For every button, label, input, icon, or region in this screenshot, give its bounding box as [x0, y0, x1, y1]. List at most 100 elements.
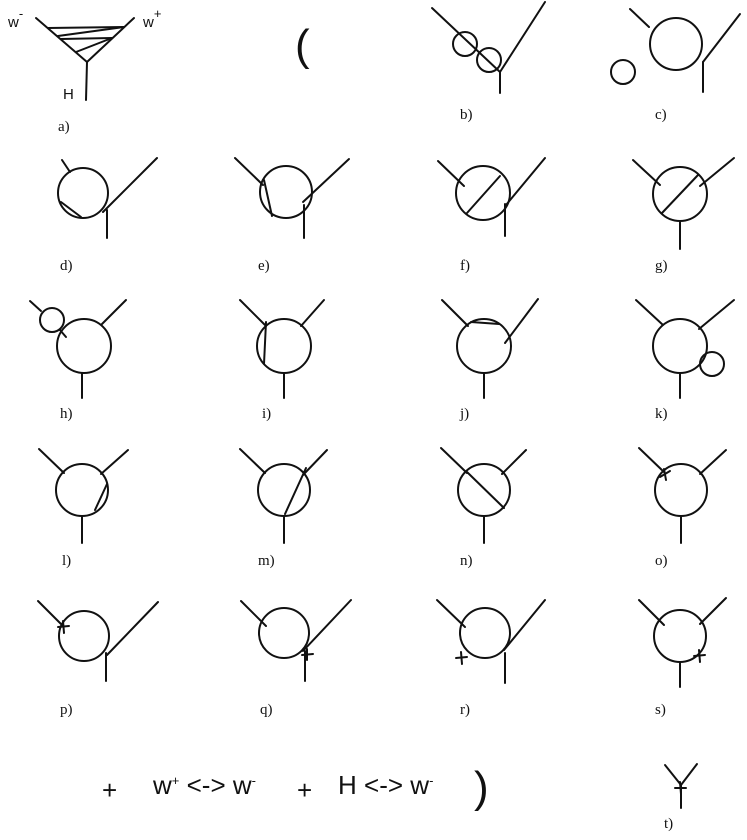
- leg: [436, 599, 466, 628]
- internal-line: [60, 37, 113, 40]
- leg: [699, 449, 727, 475]
- leg: [699, 157, 735, 187]
- leg: [505, 157, 546, 206]
- leg: [635, 299, 664, 326]
- loop: [57, 167, 109, 219]
- diagram-c: [610, 8, 741, 93]
- leg: [302, 599, 352, 652]
- loop: [459, 607, 511, 659]
- leg: [431, 7, 501, 73]
- counterterm-cross: [62, 620, 65, 634]
- loop: [652, 318, 708, 374]
- panel-label-g: g): [655, 258, 668, 274]
- internal-line: [60, 201, 82, 218]
- panel-label-m: m): [258, 553, 275, 569]
- diagram-b: [431, 1, 546, 94]
- loop: [259, 165, 313, 219]
- panel-label-r: r): [460, 702, 470, 718]
- panel-label-s: s): [655, 702, 666, 718]
- panel-label-t: t): [664, 816, 674, 832]
- panel-label-d: d): [60, 258, 73, 274]
- leg: [101, 299, 127, 325]
- loop: [476, 47, 502, 73]
- counterterm-cross: [679, 781, 682, 795]
- leg: [102, 157, 158, 213]
- loop: [456, 318, 512, 374]
- leg: [638, 599, 665, 626]
- leg: [302, 158, 350, 203]
- loop: [452, 31, 478, 57]
- panel-label-e: e): [258, 258, 270, 274]
- internal-line: [661, 174, 699, 214]
- loop: [654, 463, 708, 517]
- internal-line: [466, 175, 501, 214]
- diagram-k: [635, 299, 735, 399]
- open-parenthesis: (: [295, 21, 310, 70]
- diagram-i: [239, 299, 325, 399]
- panel-label-q: q): [260, 702, 273, 718]
- leg: [61, 159, 71, 173]
- swap-h-w-minus: H <-> w-: [338, 770, 434, 800]
- diagram-n: [440, 447, 527, 544]
- leg: [441, 299, 469, 327]
- leg: [37, 600, 63, 626]
- loop: [39, 307, 65, 333]
- panel-label-h: h): [60, 406, 73, 422]
- panel-label-b: b): [460, 107, 473, 123]
- label-w-plus: w+: [143, 6, 162, 31]
- internal-line: [47, 26, 125, 29]
- leg: [629, 8, 650, 28]
- leg: [503, 599, 546, 651]
- loop: [652, 166, 708, 222]
- internal-line: [263, 321, 267, 365]
- leg: [38, 448, 65, 474]
- panel-label-j: j): [460, 406, 470, 422]
- panel-label-p: p): [60, 702, 73, 718]
- diagram-o: [638, 447, 727, 544]
- panel-label-i: i): [262, 406, 272, 422]
- leg: [100, 449, 129, 475]
- leg: [239, 448, 266, 474]
- loop: [455, 165, 511, 221]
- leg: [437, 160, 465, 187]
- diagram-g: [632, 157, 735, 250]
- leg: [698, 299, 735, 330]
- leg: [504, 298, 539, 344]
- internal-line: [263, 179, 273, 217]
- panel-label-l: l): [62, 553, 72, 569]
- swap-w-plus-w-minus: w+ <-> w-: [153, 770, 256, 800]
- loop: [653, 609, 707, 663]
- leg: [664, 764, 682, 786]
- diagram-e: [234, 157, 350, 239]
- counterterm-cross: [698, 649, 701, 663]
- loop: [256, 318, 312, 374]
- loop: [55, 463, 109, 517]
- diagram-j: [441, 298, 539, 399]
- internal-line: [466, 471, 505, 509]
- diagram-q: [240, 599, 352, 682]
- label-higgs: H: [63, 86, 74, 103]
- internal-line: [284, 467, 307, 515]
- leg: [300, 299, 325, 327]
- loop: [56, 318, 112, 374]
- diagram-p: [37, 600, 159, 682]
- leg: [499, 1, 546, 73]
- loop: [258, 607, 310, 659]
- leg: [702, 13, 741, 63]
- loop: [610, 59, 636, 85]
- loop: [58, 610, 110, 662]
- diagram-t: [664, 763, 698, 809]
- diagram-a: [35, 17, 135, 101]
- plus-sign-2: +: [297, 775, 313, 805]
- leg: [106, 601, 159, 656]
- internal-line: [470, 321, 500, 325]
- leg-w-minus: [35, 17, 88, 63]
- internal-line: [94, 483, 108, 511]
- leg: [440, 447, 468, 474]
- leg: [29, 300, 42, 312]
- leg: [239, 299, 267, 327]
- leg: [234, 157, 264, 186]
- internal-line: [57, 26, 125, 37]
- loop: [649, 17, 703, 71]
